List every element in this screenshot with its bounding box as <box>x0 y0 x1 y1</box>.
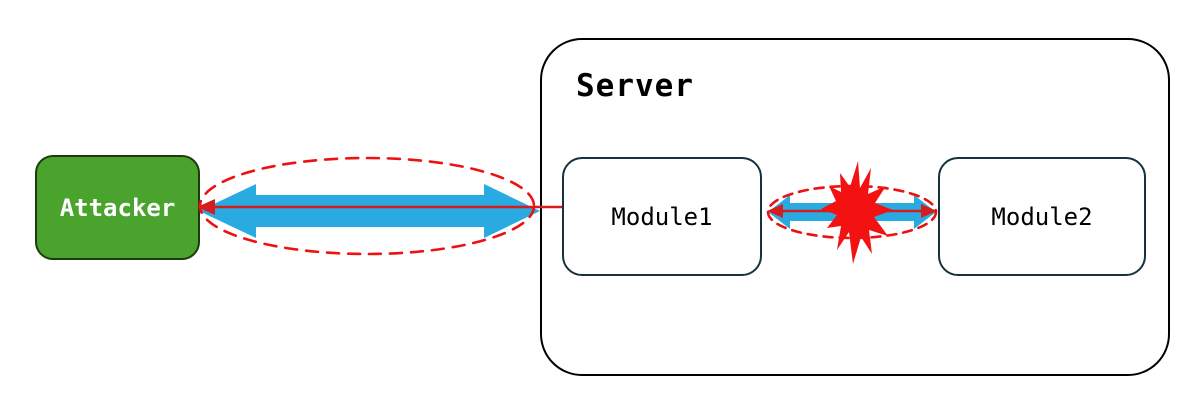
attacker-label: Attacker <box>59 193 176 222</box>
server-label: Server <box>576 68 694 104</box>
module2-label: Module2 <box>991 202 1093 231</box>
module1-label: Module1 <box>611 202 713 231</box>
attacker-link-dashed-ellipse <box>198 156 536 256</box>
node-module2: Module2 <box>938 157 1146 276</box>
node-attacker: Attacker <box>35 155 200 260</box>
attacker-server-blue-arrow <box>199 184 540 238</box>
node-module1: Module1 <box>562 157 762 276</box>
